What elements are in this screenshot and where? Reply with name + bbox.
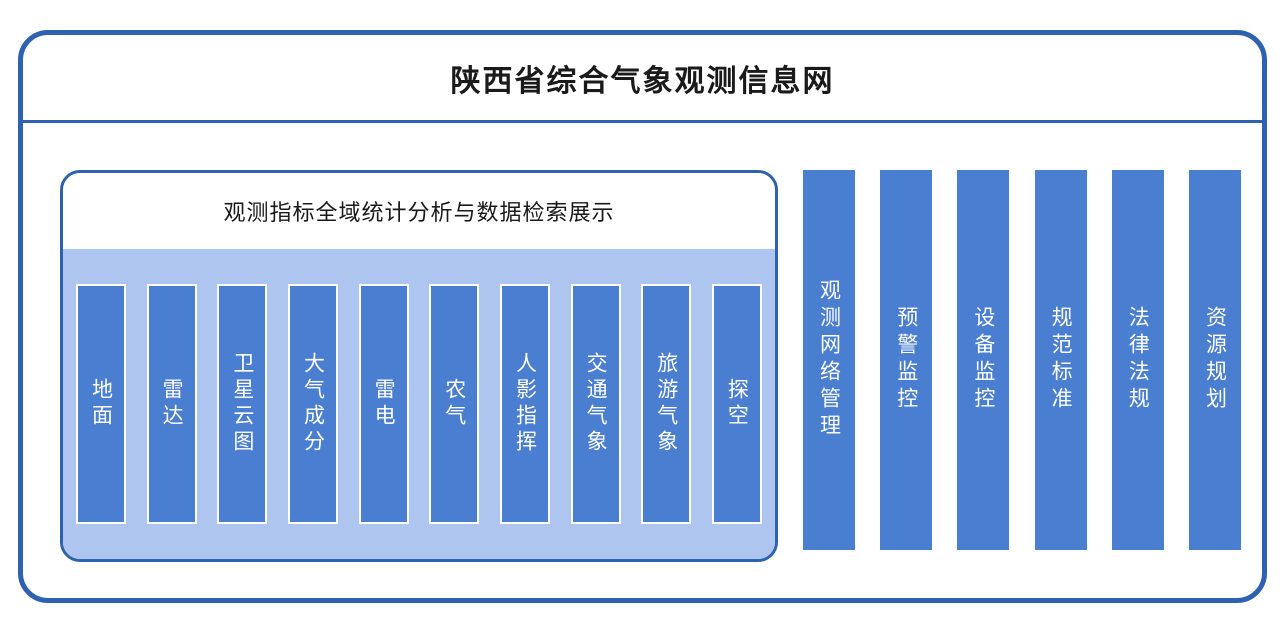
category-bar-atmospheric-composition[interactable]: 大气成分	[287, 284, 338, 524]
category-label: 旅游气象	[654, 352, 679, 456]
category-bar-ground[interactable]: 地面	[76, 284, 126, 524]
category-label: 卫星云图	[230, 352, 255, 456]
category-label: 人影指挥	[513, 352, 538, 456]
menu-label: 资源规划	[1203, 306, 1228, 414]
menu-label: 预警监控	[894, 306, 919, 414]
menu-bar-resource-planning[interactable]: 资源规划	[1188, 170, 1241, 550]
menu-label: 观测网络管理	[817, 279, 842, 441]
title-divider	[23, 120, 1262, 123]
menu-label: 法律法规	[1126, 306, 1151, 414]
page-title: 陕西省综合气象观测信息网	[450, 63, 835, 99]
menu-bar-laws-regulations[interactable]: 法律法规	[1111, 170, 1164, 550]
menu-bar-warning-monitoring[interactable]: 预警监控	[880, 170, 933, 550]
category-bar-agro-meteorology[interactable]: 农气	[429, 284, 480, 524]
stats-panel-title: 观测指标全域统计分析与数据检索展示	[63, 173, 775, 249]
category-bar-sounding[interactable]: 探空	[711, 284, 762, 524]
category-bar-satellite-cloud[interactable]: 卫星云图	[217, 284, 268, 524]
main-frame: 陕西省综合气象观测信息网 观测指标全域统计分析与数据检索展示 地面 雷达 卫星云…	[18, 30, 1267, 603]
menu-label: 设备监控	[971, 306, 996, 414]
stats-panel: 观测指标全域统计分析与数据检索展示 地面 雷达 卫星云图 大气成分 雷电 农气 …	[60, 170, 778, 562]
category-label: 大气成分	[301, 352, 326, 456]
category-label: 雷电	[372, 378, 397, 430]
category-label: 农气	[442, 378, 467, 430]
category-bar-tourism-weather[interactable]: 旅游气象	[641, 284, 692, 524]
category-bar-radar[interactable]: 雷达	[146, 284, 197, 524]
category-label: 交通气象	[584, 352, 609, 456]
menu-bar-observation-network-management[interactable]: 观测网络管理	[803, 170, 855, 550]
category-bar-weather-modification[interactable]: 人影指挥	[499, 284, 550, 524]
category-label: 雷达	[160, 378, 185, 430]
category-bar-traffic-weather[interactable]: 交通气象	[570, 284, 621, 524]
menu-label: 规范标准	[1049, 306, 1074, 414]
right-menu: 观测网络管理 预警监控 设备监控 规范标准 法律法规 资源规划	[803, 170, 1241, 550]
category-bar-lightning[interactable]: 雷电	[358, 284, 409, 524]
menu-bar-equipment-monitoring[interactable]: 设备监控	[957, 170, 1010, 550]
stats-panel-body: 地面 雷达 卫星云图 大气成分 雷电 农气 人影指挥 交通气象 旅游气象 探空	[63, 249, 775, 559]
category-label: 探空	[725, 378, 750, 430]
menu-bar-standards[interactable]: 规范标准	[1034, 170, 1087, 550]
category-label: 地面	[89, 378, 114, 430]
